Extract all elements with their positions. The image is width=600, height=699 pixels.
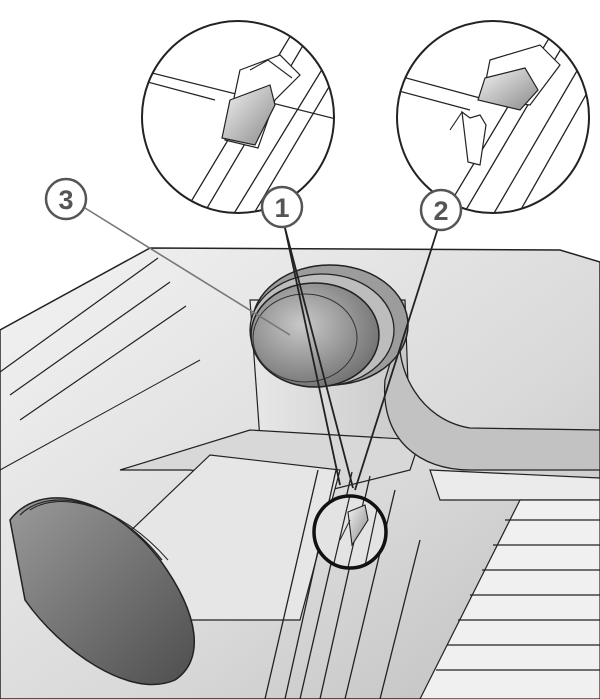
left-roller bbox=[9, 497, 195, 686]
callout-3: 3 bbox=[44, 177, 88, 221]
leader-line-1a bbox=[284, 227, 341, 486]
leader-line-2 bbox=[354, 227, 439, 491]
ribbed-grille bbox=[419, 499, 600, 699]
zoom-view-2 bbox=[396, 20, 590, 214]
callout-1-label: 1 bbox=[274, 193, 289, 223]
leader-line-1b bbox=[284, 227, 354, 489]
leader-line-3 bbox=[84, 207, 291, 336]
leader-lines bbox=[84, 207, 439, 491]
callout-2-label: 2 bbox=[433, 196, 448, 226]
detail-circle bbox=[312, 494, 388, 570]
callout-3-label: 3 bbox=[58, 185, 73, 215]
spool-hub bbox=[249, 264, 409, 388]
zoom-view-1 bbox=[141, 20, 335, 214]
callout-1: 1 bbox=[260, 185, 304, 229]
callout-2: 2 bbox=[419, 188, 463, 232]
